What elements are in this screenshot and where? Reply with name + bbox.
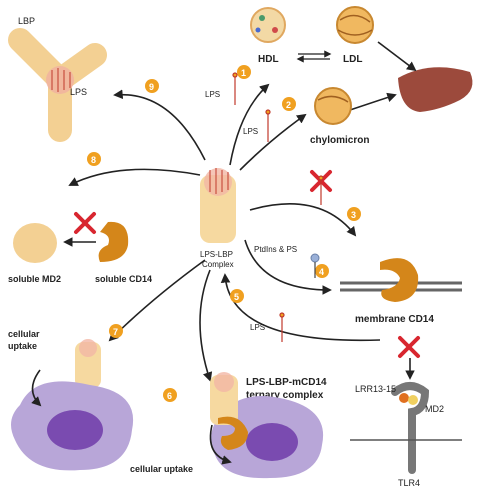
step-badge-7: 7 [109,324,123,338]
step-badge-2: 2 [282,97,296,111]
inhibit-x-icon-soluble-cd14 [74,212,96,234]
lrr-label: LRR13-15 [355,384,396,394]
cellular-lps-lbp [75,339,101,388]
lps-glyph-5 [279,312,285,342]
lps-label-2: LPS [243,127,258,136]
lps-glyph-1 [232,72,238,105]
ldl-particle [336,6,374,44]
step-badge-1: 1 [237,65,251,79]
membrane-cd14-label: membrane CD14 [355,314,434,325]
inhibit-x-icon-tlr4 [398,336,420,358]
step-badge-8: 8 [87,152,101,166]
cellular-uptake-label-line2: uptake [8,341,37,351]
arrow-uptake-bottom [209,424,232,465]
arrow-ldl-to-liver [377,41,417,72]
ptdins-label: PtdIns & PS [254,245,297,254]
svg-text:7: 7 [113,327,118,337]
soluble-md2-label: soluble MD2 [8,274,61,284]
hdl-particle [250,7,286,43]
step-badge-4: 4 [315,264,329,278]
complex-label-line1: LPS-LBP [200,250,233,259]
arrow-3 [249,203,357,237]
arrow-8 [68,168,201,186]
liver-icon [398,67,473,112]
arrow-1 [229,83,270,166]
tlr4-receptor [350,382,462,474]
ternary-label-line2: ternary complex [246,390,324,401]
lbp-molecule [8,28,107,142]
arrow-2 [239,113,307,171]
ternary-label-line1: LPS-LBP-mCD14 [246,377,327,388]
lps-label-1: LPS [205,90,220,99]
svg-text:1: 1 [241,68,246,78]
soluble-cd14-label: soluble CD14 [95,274,152,284]
arrow-7 [108,259,206,342]
lps-label-top: LPS [70,87,87,97]
chylomicron-particle [314,87,352,125]
tlr4-label: TLR4 [398,478,420,488]
hdl-label: HDL [258,54,279,65]
ldl-label: LDL [343,54,362,65]
nucleus-bottom [246,423,298,461]
svg-text:5: 5 [234,292,239,302]
soluble-md2-icon [13,223,57,263]
svg-text:4: 4 [319,267,324,277]
arrow-4 [244,239,332,295]
step-badge-6: 6 [163,388,177,402]
cellular-uptake-bottom-label: cellular uptake [130,464,193,474]
complex-label-line2: Complex [202,260,234,269]
arrow-chylo-to-liver [349,92,397,111]
svg-text:8: 8 [91,155,96,165]
lps-glyph-3 [318,175,324,205]
step-badge-3: 3 [347,207,361,221]
nucleus-left [47,410,103,450]
chylomicron-label: chylomicron [310,135,369,146]
lps-lbp-complex [200,168,236,243]
equilibrium-arrows [296,50,332,63]
arrow-uptake-left [31,369,42,407]
arrow-6 [199,269,213,382]
svg-text:9: 9 [149,82,154,92]
lps-glyph-2 [265,109,271,142]
ternary-complex [210,372,248,450]
step-badge-9: 9 [145,79,159,93]
membrane-cd14-icon [380,258,419,302]
svg-text:2: 2 [286,100,291,110]
soluble-cd14-icon [98,221,129,262]
phospholipid-icon [310,253,320,278]
step-badge-5: 5 [230,289,244,303]
svg-text:3: 3 [351,210,356,220]
arrow-5 [220,273,381,342]
cellular-uptake-label-line1: cellular [8,329,40,339]
arrow-9 [113,89,206,161]
svg-text:6: 6 [167,391,172,401]
lbp-label: LBP [18,16,35,26]
md2-label: MD2 [425,404,444,414]
lps-label-5: LPS [250,323,265,332]
